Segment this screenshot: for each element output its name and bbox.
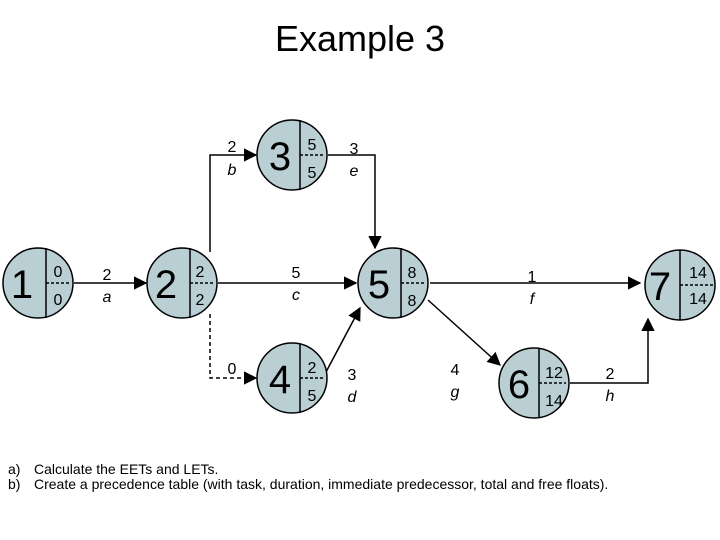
node-circle	[357, 247, 429, 319]
node-3: 3 5 5	[256, 119, 328, 191]
dummy-label-duration: 0	[228, 361, 237, 378]
node-circle	[146, 247, 218, 319]
activity-label-g-task: g	[451, 384, 460, 401]
node-eet: 8	[408, 265, 417, 282]
activity-label-e-task: e	[350, 163, 359, 180]
activity-label-a-task: a	[103, 289, 112, 306]
question-item: a) Calculate the EETs and LETs.	[8, 462, 708, 477]
node-2: 2 2 2	[146, 247, 218, 319]
node-let: 14	[545, 393, 563, 410]
node-6: 6 12 14	[498, 347, 570, 419]
node-circle	[2, 247, 74, 319]
activity-label-g-duration: 4	[451, 362, 460, 379]
node-eet: 0	[54, 264, 63, 281]
node-id: 7	[649, 265, 671, 309]
dummy-arrow	[209, 314, 258, 385]
question-item: b) Create a precedence table (with task,…	[8, 477, 708, 492]
node-id: 4	[269, 358, 291, 402]
node-1: 1 0 0	[2, 247, 74, 319]
activity-label-h-duration: 2	[606, 366, 615, 383]
node-eet: 14	[689, 265, 707, 282]
node-id: 2	[155, 263, 177, 307]
activity-arrow-g	[427, 299, 502, 366]
node-let: 5	[308, 165, 317, 182]
activity-label-f-duration: 1	[528, 269, 537, 286]
node-eet: 5	[308, 137, 317, 154]
activity-label-c-duration: 5	[292, 265, 301, 282]
node-id: 5	[368, 263, 390, 307]
node-let: 8	[408, 293, 417, 310]
node-id: 1	[11, 263, 33, 307]
node-circle	[256, 119, 328, 191]
question-text: Calculate the EETs and LETs.	[34, 461, 219, 477]
activity-label-b-task: b	[228, 162, 237, 179]
node-7: 7 14 14	[644, 249, 716, 321]
activity-label-d-task: d	[348, 389, 358, 406]
node-eet: 2	[308, 360, 317, 377]
activity-label-e-duration: 3	[350, 141, 359, 158]
activity-label-h-task: h	[606, 388, 615, 405]
activity-label-b-duration: 2	[228, 139, 237, 156]
activity-arrow-d	[325, 306, 361, 373]
page-title: Example 3	[274, 18, 446, 59]
activity-label-c-task: c	[292, 287, 300, 304]
activity-arrow-b	[209, 148, 258, 252]
activity-label-a-duration: 2	[103, 267, 112, 284]
question-text: Create a precedence table (with task, du…	[34, 476, 609, 492]
activity-label-d-duration: 3	[348, 367, 357, 384]
node-circle	[498, 347, 570, 419]
node-5: 5 8 8	[357, 247, 429, 319]
network-diagram: 2 a 2 b 5 c 0 3 e 3 d 1 f 4 g 2 h 1 0 0 …	[2, 119, 716, 419]
node-let: 2	[196, 292, 205, 309]
node-let: 5	[308, 388, 317, 405]
node-eet: 12	[545, 365, 563, 382]
activity-label-f-task: f	[530, 291, 536, 308]
node-eet: 2	[196, 264, 205, 281]
activity-arrow-e	[328, 154, 382, 250]
question-label: a)	[8, 461, 21, 477]
node-id: 3	[269, 135, 291, 179]
activity-arrow-h	[570, 317, 655, 384]
question-label: b)	[8, 476, 21, 492]
node-let: 0	[54, 292, 63, 309]
node-circle	[256, 342, 328, 414]
node-id: 6	[508, 363, 530, 407]
node-let: 14	[689, 291, 707, 308]
question-list: a) Calculate the EETs and LETs. b) Creat…	[8, 462, 708, 492]
node-4: 4 2 5	[256, 342, 328, 414]
